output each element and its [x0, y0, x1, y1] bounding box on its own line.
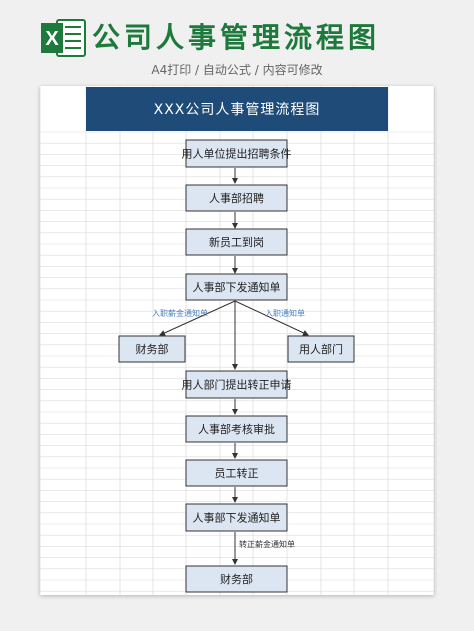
edge-n4-n6 [234, 300, 309, 336]
edge-n4-n5 [159, 300, 236, 336]
flow-node: 用人部门提出转正申请 [182, 370, 292, 399]
node-label: 用人部门提出转正申请 [182, 378, 292, 392]
flow-node: 人事部招聘 [185, 184, 288, 212]
flow-node: 新员工到岗 [185, 228, 288, 256]
node-label: 人事部招聘 [209, 191, 264, 205]
flow-node: 财务部 [118, 335, 186, 363]
edge-label-to-dept: 入职通知单 [265, 308, 305, 318]
edge-label-to-finance: 入职薪金通知单 [152, 308, 208, 318]
node-label: 用人单位提出招聘条件 [182, 147, 292, 161]
flow-node: 人事部下发通知单 [185, 273, 288, 301]
flow-node: 人事部考核审批 [185, 415, 288, 443]
node-label: 用人部门 [299, 342, 343, 356]
flow-node: 用人部门 [287, 335, 355, 363]
flow-node: 人事部下发通知单 [185, 503, 288, 532]
excel-icon: X [41, 19, 86, 57]
banner-title: 公司人事管理流程图 [92, 21, 381, 54]
node-label: 新员工到岗 [209, 235, 264, 249]
node-label: 人事部考核审批 [198, 422, 275, 436]
excel-icon-letter: X [45, 28, 59, 50]
spreadsheet-page: XXX公司人事管理流程图 入职薪金通知单 入职通知单 转正薪金通知单 用人单位提… [40, 86, 434, 595]
node-label: 人事部下发通知单 [193, 511, 281, 525]
node-label: 财务部 [220, 572, 253, 586]
node-label: 财务部 [136, 342, 169, 356]
node-label: 员工转正 [215, 466, 259, 480]
flow-node: 用人单位提出招聘条件 [182, 139, 292, 168]
node-label: 人事部下发通知单 [193, 280, 281, 294]
banner: X 公司人事管理流程图 A4打印 / 自动公式 / 内容可修改 [0, 0, 474, 90]
sheet-title: XXX公司人事管理流程图 [86, 87, 388, 131]
flowchart: 入职薪金通知单 入职通知单 转正薪金通知单 用人单位提出招聘条件 人事部招聘 新… [118, 139, 355, 593]
banner-subtitle: A4打印 / 自动公式 / 内容可修改 [151, 63, 323, 77]
edge-label-regular-pay: 转正薪金通知单 [239, 539, 295, 549]
flow-node: 员工转正 [185, 459, 288, 487]
flow-node: 财务部 [185, 565, 288, 593]
